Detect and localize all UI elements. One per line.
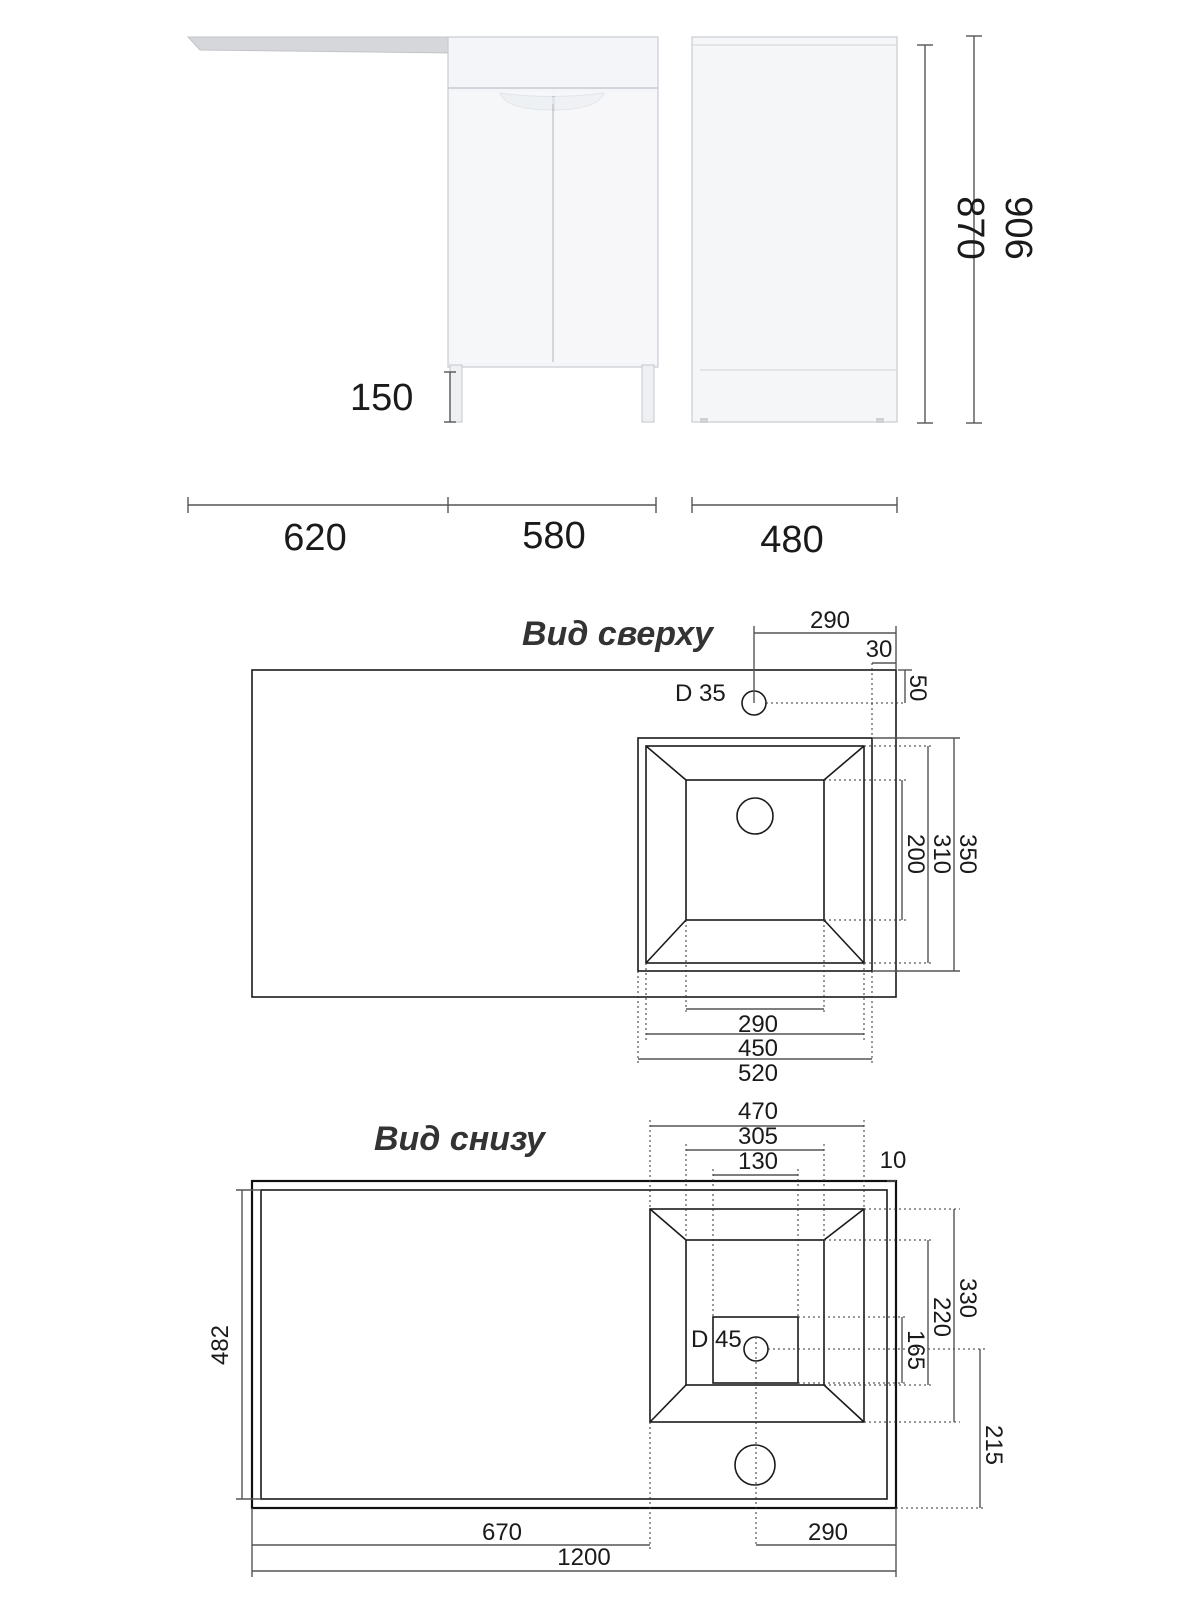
front-view: 150 870 906 620 580 480 bbox=[186, 35, 1039, 561]
bottom-dim-10: 10 bbox=[880, 1147, 907, 1174]
top-basin-rim bbox=[645, 745, 865, 964]
bottom-hole-label: D 45 bbox=[691, 1326, 742, 1353]
top-countertop-outline bbox=[251, 669, 897, 998]
bottom-dim-290: 290 bbox=[808, 1519, 848, 1546]
bottom-basin-bottom bbox=[685, 1239, 825, 1386]
dim-leg-150: 150 bbox=[350, 377, 413, 419]
top-basin-outer bbox=[637, 737, 873, 972]
top-dim-310: 310 bbox=[928, 834, 955, 874]
right-door bbox=[555, 92, 656, 362]
dim-height-906: 906 bbox=[997, 196, 1039, 259]
bottom-basin-outer bbox=[649, 1208, 865, 1423]
right-leg bbox=[641, 364, 655, 423]
bottom-view-title: Вид снизу bbox=[374, 1120, 547, 1158]
bottom-dim-1200: 1200 bbox=[557, 1544, 610, 1571]
top-dim-520: 520 bbox=[738, 1060, 778, 1087]
top-view: Вид сверху D 35 290 30 50 bbox=[251, 607, 981, 1087]
bottom-countertop-outer bbox=[250, 1179, 898, 1510]
bottom-view: Вид снизу D 45 470 305 130 10 bbox=[207, 1098, 1007, 1577]
side-foot-left bbox=[700, 418, 708, 423]
bottom-countertop-inner bbox=[260, 1189, 888, 1500]
top-dim-30: 30 bbox=[866, 636, 893, 663]
bottom-dim-305: 305 bbox=[738, 1123, 778, 1150]
bottom-dim-330: 330 bbox=[954, 1278, 981, 1318]
top-dim-290-bottom: 290 bbox=[738, 1011, 778, 1038]
bottom-dim-482: 482 bbox=[207, 1325, 234, 1365]
dim-depth-480: 480 bbox=[760, 519, 823, 561]
dim-height-870: 870 bbox=[949, 196, 991, 259]
dim-cabinet-580: 580 bbox=[522, 515, 585, 557]
bottom-dim-215: 215 bbox=[980, 1425, 1007, 1465]
bottom-dim-220: 220 bbox=[928, 1297, 955, 1337]
side-foot-right bbox=[876, 418, 884, 423]
shelf-top bbox=[186, 36, 451, 54]
top-dim-350: 350 bbox=[954, 834, 981, 874]
top-hole-label: D 35 bbox=[675, 680, 726, 707]
side-cabinet bbox=[691, 36, 898, 423]
left-door bbox=[450, 92, 552, 362]
bottom-dim-470: 470 bbox=[738, 1098, 778, 1125]
top-dim-50: 50 bbox=[904, 675, 931, 702]
top-dim-290-top: 290 bbox=[810, 607, 850, 634]
top-dim-450: 450 bbox=[738, 1035, 778, 1062]
top-view-title: Вид сверху bbox=[522, 615, 715, 653]
left-leg bbox=[449, 364, 463, 423]
bottom-tap-hole-icon bbox=[734, 1444, 776, 1486]
bottom-dim-670: 670 bbox=[482, 1519, 522, 1546]
top-dim-200: 200 bbox=[902, 834, 929, 874]
bottom-dim-130: 130 bbox=[738, 1148, 778, 1175]
dim-shelf-620: 620 bbox=[283, 517, 346, 559]
top-drain-icon bbox=[736, 797, 774, 835]
top-basin-bottom bbox=[685, 779, 825, 921]
bottom-dim-165: 165 bbox=[902, 1330, 929, 1370]
